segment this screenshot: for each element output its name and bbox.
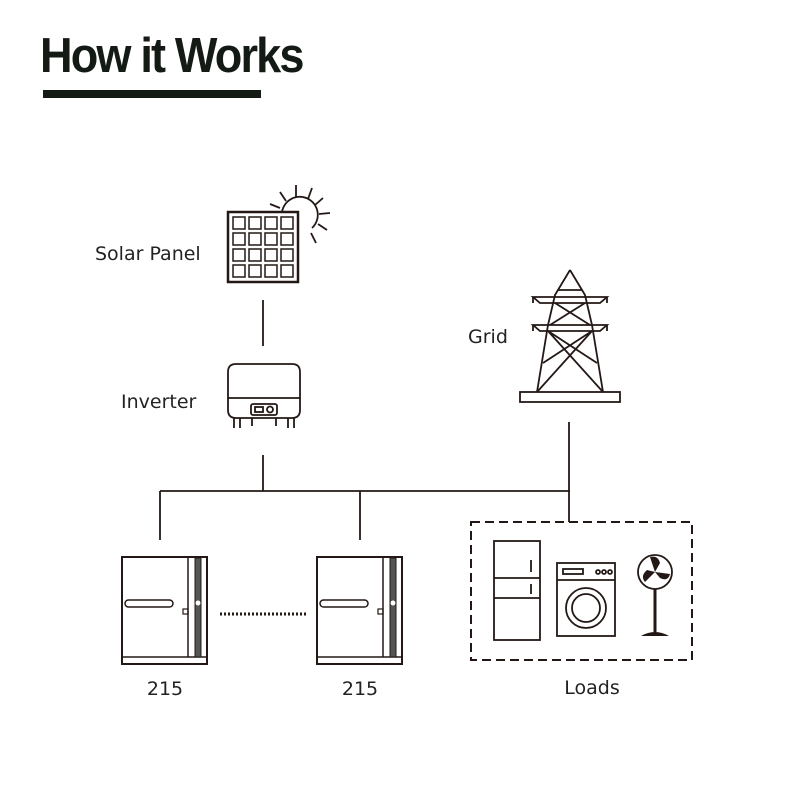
solar-cell — [264, 216, 278, 230]
sun-icon — [269, 185, 331, 244]
solar-cell — [248, 248, 262, 262]
solar-cell — [232, 248, 246, 262]
solar-panel-icon — [226, 185, 331, 284]
battery-2-label: 215 — [342, 678, 378, 700]
refrigerator-icon — [493, 540, 541, 641]
loads-box — [470, 521, 693, 661]
solar-cell — [248, 216, 262, 230]
solar-cell — [248, 232, 262, 246]
battery-cabinet-icon — [316, 556, 403, 665]
solar-cell — [280, 264, 294, 278]
solar-cell — [280, 232, 294, 246]
solar-cell — [232, 216, 246, 230]
washing-machine-icon — [556, 562, 616, 637]
grid-label: Grid — [468, 326, 508, 348]
solar-cell — [264, 232, 278, 246]
page-title: How it Works — [40, 29, 304, 83]
battery-1-label: 215 — [147, 678, 183, 700]
inverter-label: Inverter — [121, 391, 197, 413]
wiring — [159, 422, 570, 540]
title-underline — [43, 90, 261, 98]
solar-cell — [280, 216, 294, 230]
fan-icon — [637, 554, 673, 636]
battery-cabinet-icon — [121, 556, 208, 665]
solar-cell — [264, 248, 278, 262]
loads-label: Loads — [564, 677, 619, 699]
power-tower-icon — [519, 269, 621, 403]
inverter-icon — [227, 363, 301, 428]
solar-cell — [232, 264, 246, 278]
solar-cell — [232, 232, 246, 246]
solar-cell — [248, 264, 262, 278]
solar-cell — [264, 264, 278, 278]
solar-cell — [280, 248, 294, 262]
solar-panel-label: Solar Panel — [95, 243, 201, 265]
